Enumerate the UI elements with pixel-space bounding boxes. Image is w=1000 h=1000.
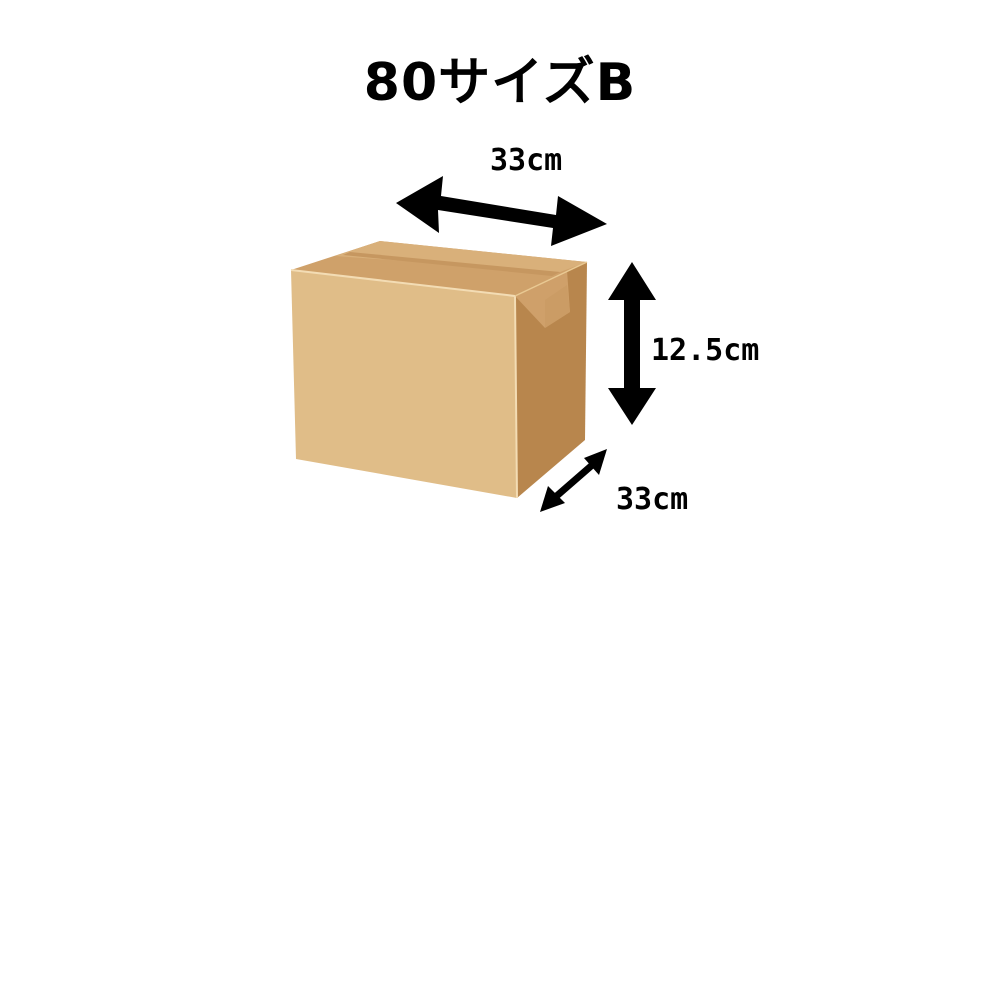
box-icon bbox=[290, 241, 588, 499]
depth-label: 33cm bbox=[616, 482, 689, 517]
width-arrow-icon bbox=[396, 176, 607, 246]
depth-arrow-icon bbox=[540, 449, 607, 512]
height-arrow-icon bbox=[608, 262, 656, 425]
width-label: 33cm bbox=[490, 143, 563, 178]
height-label: 12.5cm bbox=[651, 333, 760, 368]
size-title: 80サイズB bbox=[363, 53, 637, 113]
